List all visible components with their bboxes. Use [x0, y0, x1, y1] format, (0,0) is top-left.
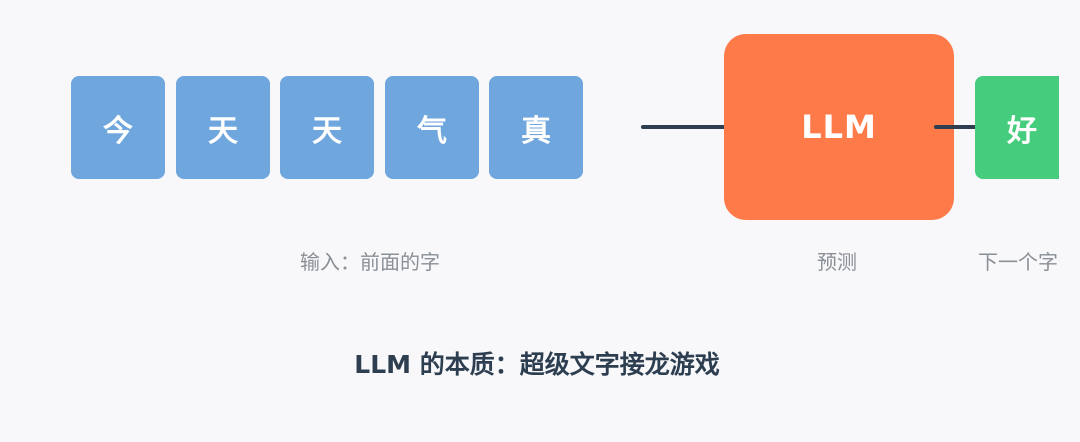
- input-label: 输入：前面的字: [300, 250, 440, 274]
- diagram-title: LLM 的本质：超级文字接龙游戏: [354, 350, 720, 379]
- input-token-4: 气: [385, 76, 479, 179]
- next-token-label: 下一个字: [978, 250, 1058, 274]
- predict-label: 预测: [817, 250, 857, 274]
- input-token-3: 天: [280, 76, 374, 179]
- llm-box: LLM: [724, 34, 954, 220]
- input-token-2: 天: [176, 76, 270, 179]
- input-token-1: 今: [71, 76, 165, 179]
- input-token-5: 真: [489, 76, 583, 179]
- output-token: 好: [975, 76, 1059, 179]
